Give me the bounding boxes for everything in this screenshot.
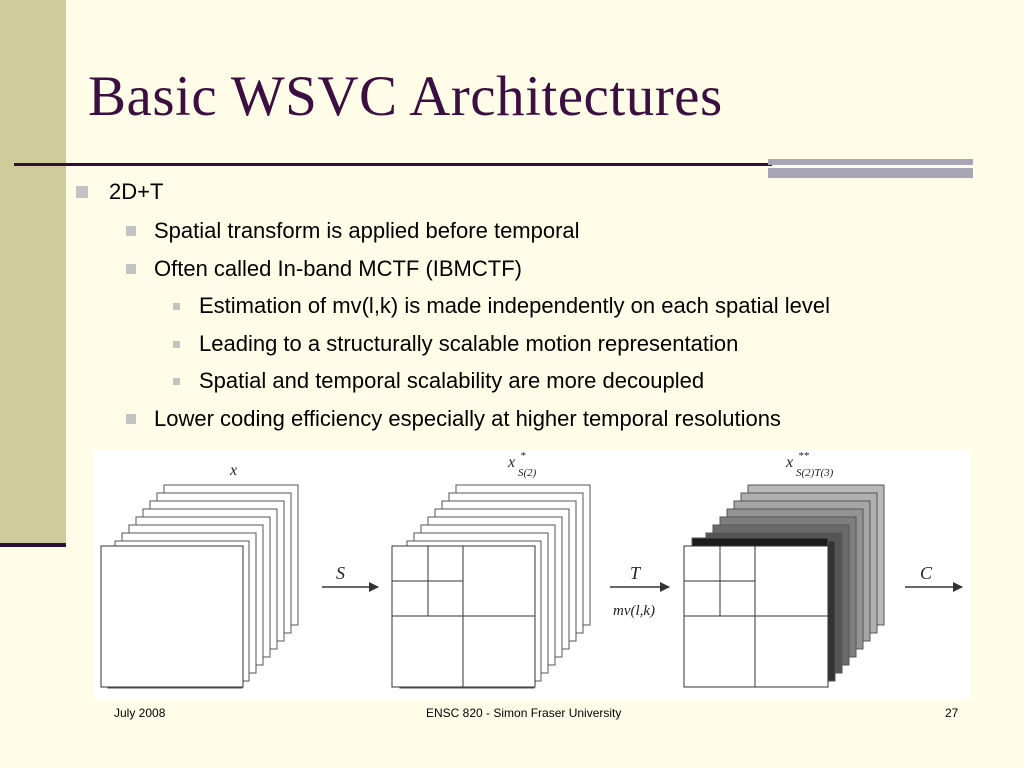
bullet-spatial-first: Spatial transform is applied before temp…: [126, 218, 580, 244]
label-xst-sup: **: [798, 450, 810, 462]
frame-stack-original: [100, 484, 299, 689]
footer-page-number: 27: [945, 706, 959, 720]
slide-title: Basic WSVC Architectures: [88, 65, 723, 128]
title-rule: [14, 163, 772, 166]
op-s-label: S: [336, 563, 345, 583]
bullet-text: 2D+T: [109, 179, 164, 204]
architecture-diagram: x S x * S(2) T m: [94, 450, 970, 700]
diagram-svg: x S x * S(2) T m: [100, 450, 963, 689]
op-t-mv-label: mv(l,k): [613, 603, 655, 619]
frame-stack-spatial: [391, 484, 591, 689]
left-accent-line: [0, 543, 66, 547]
label-xst: x: [785, 454, 793, 471]
label-xs-sub: S(2): [518, 467, 537, 479]
bullet-ibmctf: Often called In-band MCTF (IBMCTF): [126, 256, 522, 282]
bullet-square-icon: [126, 414, 136, 424]
op-t-label: T: [630, 563, 642, 583]
label-xst-sub: S(2)T(3): [796, 467, 834, 479]
bullet-text: Lower coding efficiency especially at hi…: [154, 406, 781, 431]
bullet-text: Often called In-band MCTF (IBMCTF): [154, 256, 522, 281]
bullet-mv-estimation: Estimation of mv(l,k) is made independen…: [173, 293, 830, 319]
label-x: x: [229, 462, 237, 479]
frame-stack-temporal: [683, 484, 885, 688]
op-c-label: C: [920, 563, 933, 583]
left-accent-band: [0, 0, 66, 543]
title-accent-bar-top: [768, 159, 973, 165]
bullet-square-icon: [76, 186, 88, 198]
bullet-2d-t: 2D+T: [76, 179, 163, 205]
bullet-text: Spatial and temporal scalability are mor…: [199, 368, 705, 393]
bullet-text: Leading to a structurally scalable motio…: [199, 331, 739, 356]
bullet-text: Spatial transform is applied before temp…: [154, 218, 580, 243]
bullet-coding-efficiency: Lower coding efficiency especially at hi…: [126, 406, 781, 432]
bullet-square-icon: [173, 302, 180, 310]
bullet-scalable-motion: Leading to a structurally scalable motio…: [173, 331, 738, 357]
bullet-square-icon: [126, 226, 136, 236]
footer-date: July 2008: [114, 706, 166, 720]
title-accent-bar-bottom: [768, 168, 973, 178]
bullet-square-icon: [126, 264, 136, 274]
label-xs-sup: *: [520, 450, 526, 462]
label-xs: x: [507, 454, 515, 471]
bullet-decoupled: Spatial and temporal scalability are mor…: [173, 368, 704, 394]
footer-course: ENSC 820 - Simon Fraser University: [426, 706, 622, 720]
bullet-square-icon: [173, 377, 180, 385]
bullet-text: Estimation of mv(l,k) is made independen…: [199, 293, 830, 318]
bullet-square-icon: [173, 340, 180, 348]
